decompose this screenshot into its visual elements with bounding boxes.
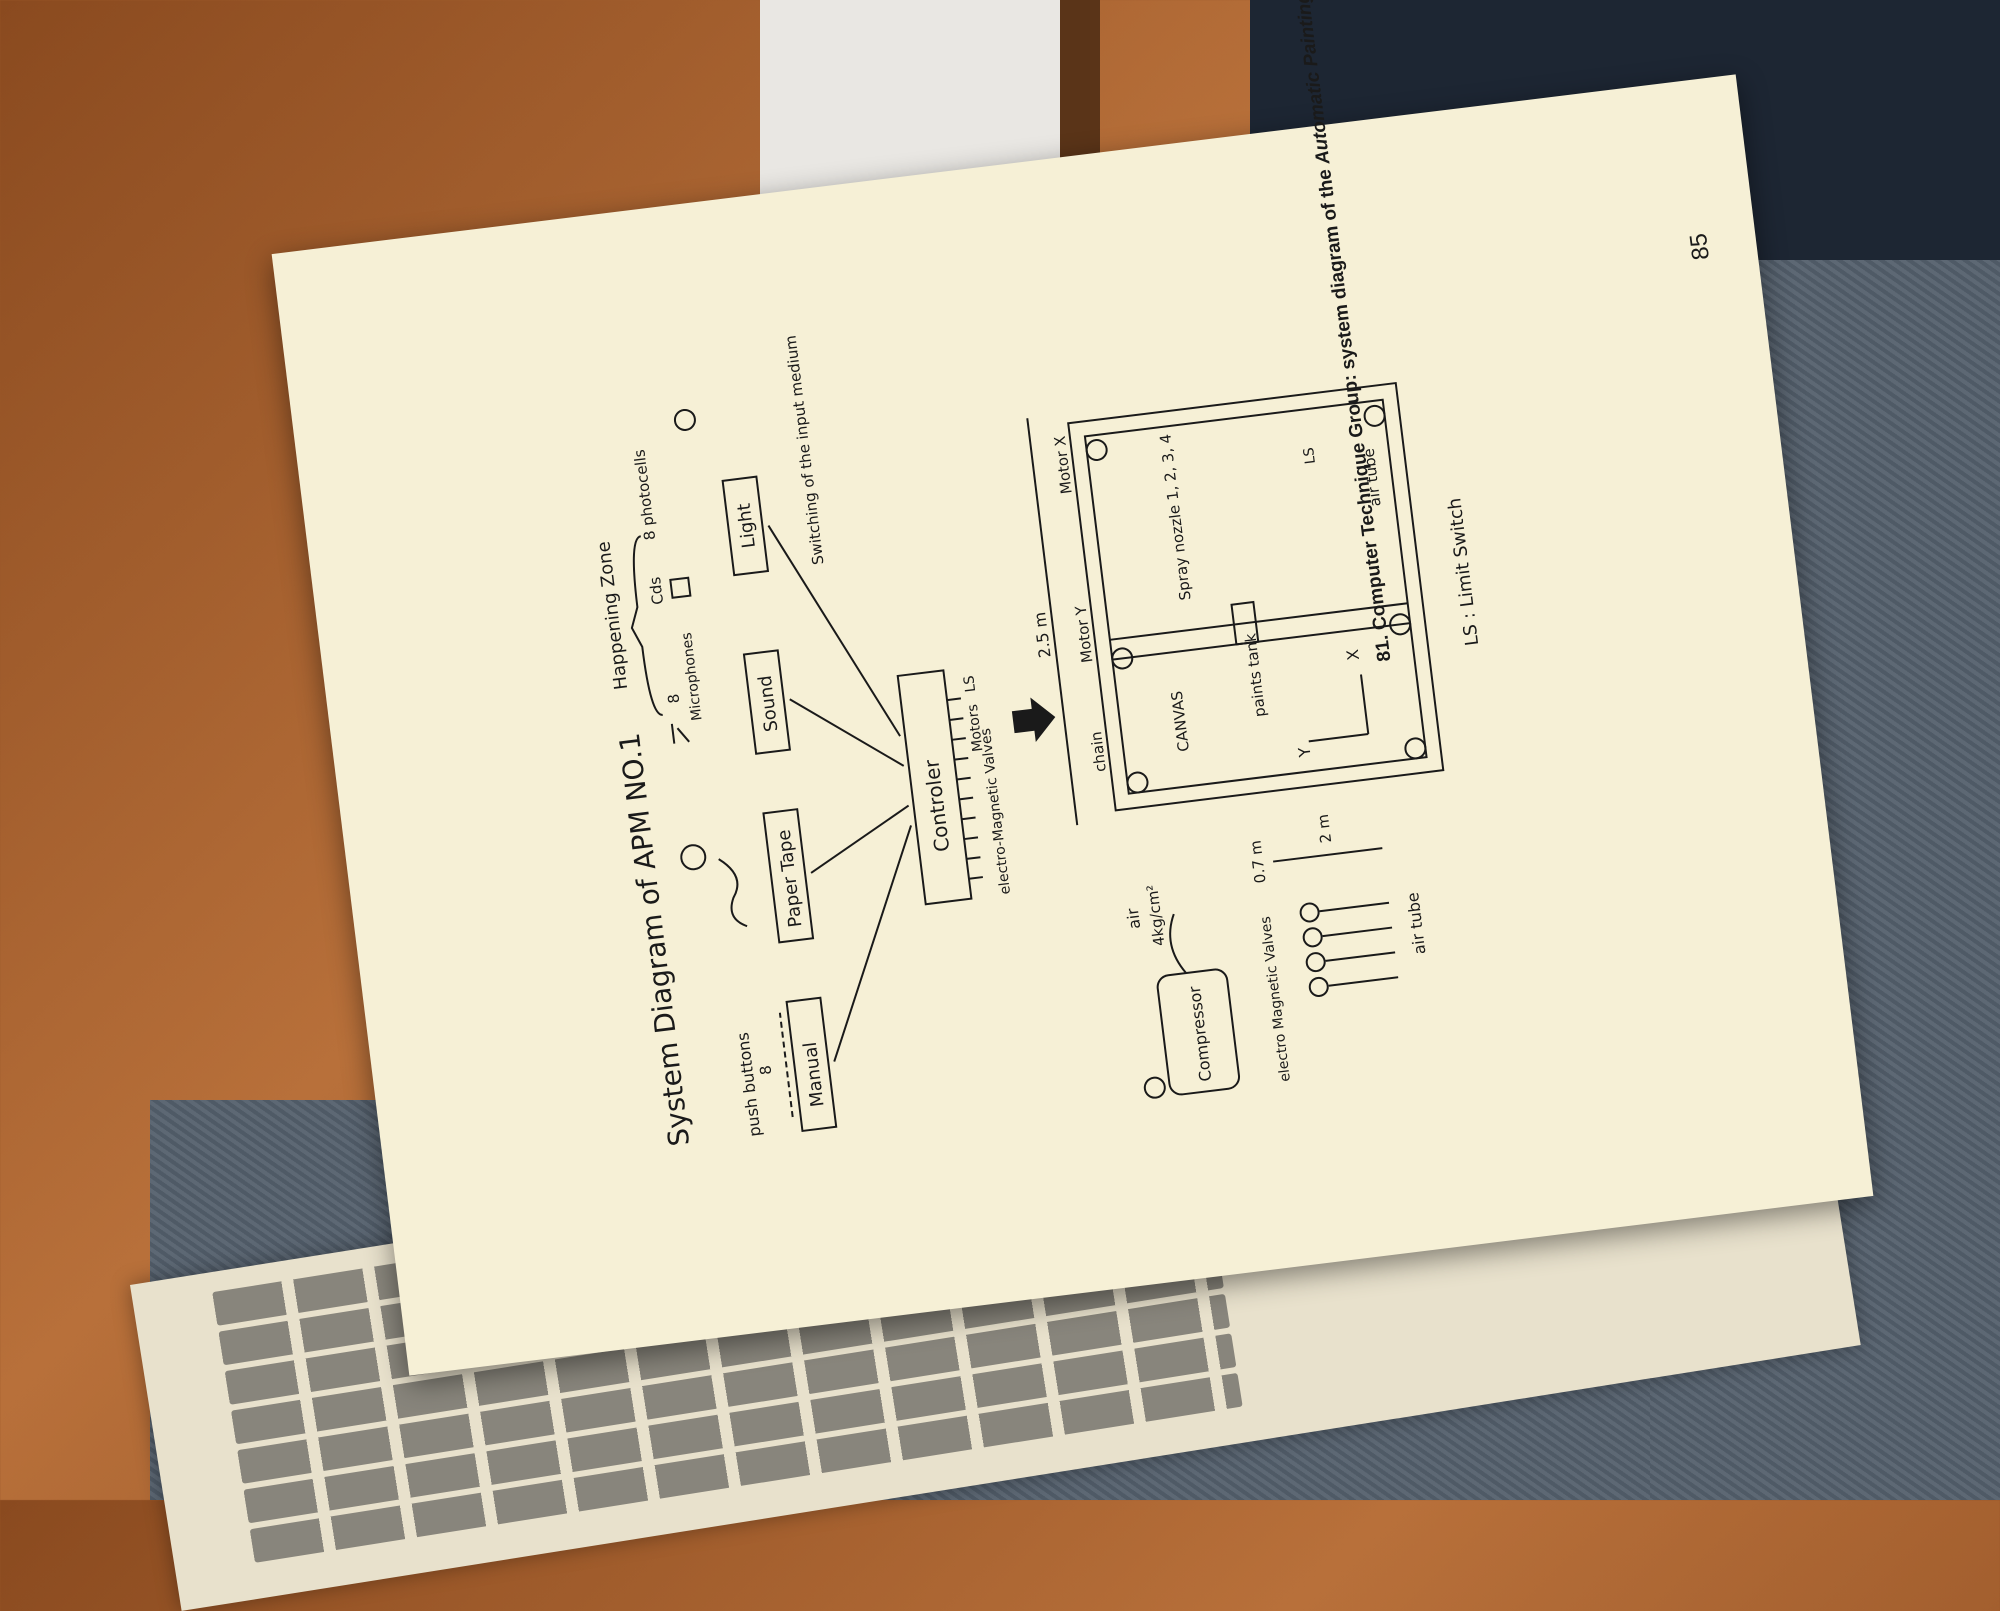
- push-buttons-count: 8: [756, 1064, 775, 1076]
- push-buttons-label: push buttons: [733, 1031, 765, 1138]
- compressor-box: Compressor: [1156, 968, 1241, 1096]
- motors-label: Motors: [965, 703, 987, 752]
- book-page: System Diagram of APM NO.1 Happening Zon…: [271, 0, 1874, 1376]
- input-manual-label: Manual: [800, 1041, 829, 1108]
- controller-box: Controler: [896, 669, 973, 906]
- pressure-gauge-icon: [1143, 1076, 1166, 1099]
- dim-07-label: 0.7 m: [1246, 839, 1269, 884]
- dim-2m-label: 2 m: [1314, 813, 1335, 844]
- page-number: 85: [1684, 231, 1715, 262]
- tape-reel-icon: [680, 844, 707, 871]
- ls-legend: LS : Limit Switch: [1444, 497, 1483, 647]
- motor-y-label: Motor Y: [1072, 604, 1097, 664]
- pressure-label: 4kg/cm²: [1143, 884, 1168, 947]
- diagram-title: System Diagram of APM NO.1: [613, 731, 696, 1148]
- x-axis-label: X: [1343, 648, 1363, 661]
- input-sound-label: Sound: [755, 674, 783, 733]
- input-paper-tape-box: Paper Tape: [762, 808, 815, 944]
- air-tube-label-left: air tube: [1403, 891, 1429, 955]
- photocells-label: 8 photocells: [630, 448, 659, 541]
- ls-label-controller: LS: [961, 674, 979, 693]
- chain-label: chain: [1087, 730, 1110, 773]
- y-axis-label: Y: [1294, 746, 1314, 759]
- air-label: air: [1123, 907, 1144, 930]
- machine-frame: [1067, 381, 1445, 812]
- happening-zone-label: Happening Zone: [593, 540, 632, 691]
- photocell-icon: [673, 408, 696, 431]
- cds-icon: [669, 576, 692, 599]
- motor-x-label: Motor X: [1051, 435, 1076, 495]
- electro-valves-label: electro-Magnetic Valves: [978, 727, 1014, 895]
- paints-tank-label: paints tank: [1241, 632, 1269, 718]
- diagram-svg: System Diagram of APM NO.1 Happening Zon…: [593, 251, 1483, 1148]
- input-sound-box: Sound: [742, 649, 792, 755]
- microphones-count: 8: [664, 693, 683, 705]
- controller-label: Controler: [919, 757, 954, 853]
- paper-tape-icon: [718, 858, 748, 928]
- caption-number: 81.: [1371, 633, 1396, 663]
- spray-nozzle-label: Spray nozzle 1, 2, 3, 4: [1156, 433, 1194, 601]
- compressor-label: Compressor: [1185, 985, 1216, 1083]
- ls-label-machine: LS: [1301, 446, 1319, 465]
- flow-arrow-icon: [1011, 697, 1056, 743]
- input-manual-box: Manual: [785, 996, 838, 1133]
- input-light-label: Light: [734, 502, 760, 549]
- electro-valves-left-label: electro Magnetic Valves: [1258, 915, 1294, 1082]
- input-light-box: Light: [721, 475, 770, 577]
- system-diagram: System Diagram of APM NO.1 Happening Zon…: [557, 251, 1591, 1189]
- switching-note: Switching of the input medium is by Manu…: [762, 251, 828, 566]
- microphones-label: Microphones: [679, 632, 706, 722]
- cds-label: Cds: [646, 576, 667, 606]
- spray-nozzle-block: [1230, 600, 1260, 646]
- canvas-label: CANVAS: [1168, 690, 1193, 753]
- microphone-icon: [670, 723, 690, 744]
